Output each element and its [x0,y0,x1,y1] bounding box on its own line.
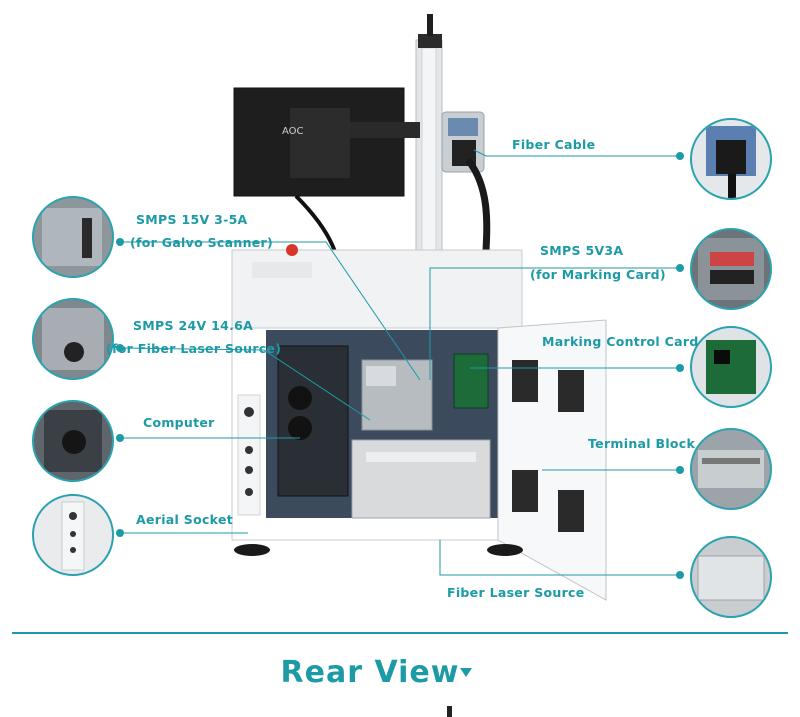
label-fiber-laser-source: Fiber Laser Source [447,585,585,600]
callout-dot [116,529,124,537]
smps-5v-inset [690,228,772,310]
callout-dot [676,152,684,160]
callout-dot [116,238,124,246]
label-smps-5v-sub: (for Marking Card) [530,267,666,282]
terminal-block-inset [690,428,772,510]
page-title: Rear View [280,655,460,690]
label-smps-15v: SMPS 15V 3-5A [136,212,248,227]
label-smps-15v-sub: (for Galvo Scanner) [130,235,274,250]
label-aerial-socket: Aerial Socket [136,512,234,527]
page-tab-marker [447,706,452,717]
label-smps-5v: SMPS 5V3A [540,243,624,258]
label-fiber-cable: Fiber Cable [512,137,596,152]
fiber-cable-inset [690,118,772,200]
aerial-socket-inset [32,494,114,576]
callout-dot [676,264,684,272]
monitor-brand: AOC [282,126,304,137]
computer-inset [32,400,114,482]
machine-illustration: AOC [119,14,680,601]
marking-card-inset [690,326,772,408]
callout-dot [116,344,124,352]
label-marking-card: Marking Control Card [542,334,699,349]
fiber-laser-source-inset [690,536,772,618]
label-smps-24v: SMPS 24V 14.6A [133,318,254,333]
triangle-down-icon [460,668,472,677]
callout-dot [676,571,684,579]
callout-dot [116,434,124,442]
label-smps-24v-sub: (for Fiber Laser Source) [106,341,282,356]
label-computer: Computer [143,415,215,430]
callout-dot [676,466,684,474]
divider-line [12,632,788,634]
callout-dot [676,364,684,372]
smps-15v-inset [32,196,114,278]
callout-lines [119,149,680,576]
smps-24v-inset [32,298,114,380]
label-terminal-block: Terminal Block [588,436,696,451]
